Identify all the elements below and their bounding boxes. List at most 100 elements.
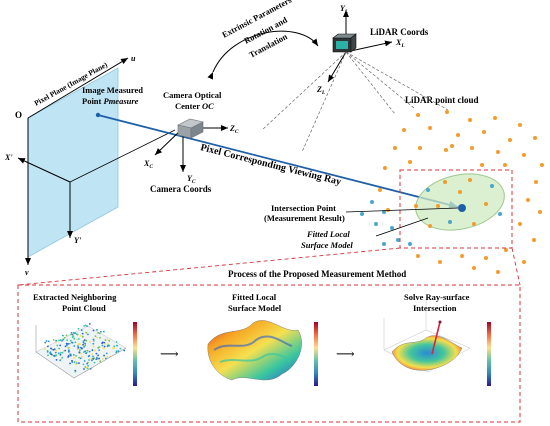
- lidar-point: [484, 256, 488, 260]
- scatter-point: [87, 333, 89, 336]
- lidar-zl-label: ZL: [316, 85, 326, 96]
- scatter-point: [92, 358, 95, 360]
- scatter-point: [74, 332, 77, 335]
- scatter-point: [73, 356, 75, 359]
- step-3-intersection-plot: [383, 300, 491, 386]
- image-point-label-2: Point Pmeasure: [82, 96, 139, 106]
- lidar-cloud-label: LiDAR point cloud: [405, 95, 479, 105]
- scatter-point: [74, 370, 77, 373]
- scatter-point: [108, 339, 111, 342]
- scatter-point: [55, 339, 57, 342]
- scatter-point: [69, 353, 72, 356]
- scatter-point: [101, 344, 104, 347]
- scatter-point: [46, 351, 49, 353]
- lidar-point: [460, 254, 464, 258]
- scatter-point: [100, 330, 102, 333]
- scatter-point: [80, 329, 83, 332]
- lidar-point-neighbor: [360, 212, 364, 216]
- step-2-title-2: Surface Model: [228, 303, 282, 313]
- process-panel: Process of the Proposed Measurement Meth…: [17, 269, 521, 423]
- scatter-point: [116, 344, 118, 347]
- scatter-point: [103, 354, 105, 357]
- scatter-point: [53, 348, 56, 351]
- x-prime-label: X': [4, 153, 13, 162]
- scatter-point: [71, 341, 74, 344]
- scatter-point: [70, 331, 73, 334]
- scatter-point: [52, 349, 55, 351]
- scatter-point: [55, 359, 58, 361]
- scatter-point: [112, 347, 114, 350]
- scatter-point: [91, 359, 93, 362]
- scatter-point: [72, 335, 75, 337]
- lidar-point: [444, 148, 448, 152]
- lidar-point: [450, 144, 454, 148]
- scatter-point: [88, 350, 91, 353]
- scatter-point: [84, 350, 86, 353]
- lidar-point-neighbor: [390, 226, 394, 230]
- origin-label: O: [15, 110, 22, 120]
- scatter-point: [117, 350, 120, 352]
- scatter-point: [102, 357, 104, 360]
- lidar-zl-axis: [327, 51, 347, 83]
- y-prime-label: Y': [74, 236, 82, 245]
- scatter-point: [83, 339, 86, 341]
- scatter-point: [62, 338, 65, 341]
- lidar-point: [456, 133, 460, 137]
- scatter-point: [83, 346, 85, 348]
- step-1-scatter-plot: [35, 322, 137, 386]
- scatter-point: [67, 343, 70, 345]
- lidar-point: [508, 138, 512, 142]
- scatter-point: [68, 342, 71, 345]
- lidar-point: [518, 222, 522, 226]
- lidar-point: [393, 146, 397, 150]
- scatter-point: [61, 339, 63, 342]
- scatter-point: [76, 348, 79, 351]
- neighbor-point: [468, 178, 472, 182]
- scatter-point: [77, 338, 80, 340]
- scatter-point: [68, 349, 70, 352]
- scatter-point: [82, 363, 85, 366]
- lidar-point: [445, 110, 449, 114]
- viewing-ray-label: Pixel Corresponding Viewing Ray: [199, 142, 342, 188]
- scatter-point: [95, 352, 98, 355]
- lidar-point: [386, 208, 390, 212]
- scatter-point: [66, 344, 68, 347]
- lidar-point-neighbor: [374, 222, 378, 226]
- scatter-point: [59, 339, 62, 341]
- scatter-point: [97, 332, 99, 334]
- scatter-point: [73, 345, 76, 347]
- scatter-point: [61, 356, 64, 359]
- neighbor-point: [414, 204, 418, 208]
- scatter-point: [61, 351, 64, 354]
- scatter-point: [95, 358, 98, 360]
- scatter-point: [64, 345, 67, 348]
- lidar-point: [416, 113, 420, 117]
- scatter-point: [91, 349, 94, 352]
- scatter-point: [78, 351, 81, 354]
- scatter-point: [74, 341, 77, 344]
- scatter-point: [106, 355, 109, 358]
- lidar-point: [472, 266, 476, 270]
- scatter-point: [55, 349, 58, 352]
- lidar-point: [408, 160, 412, 164]
- lidar-point: [532, 238, 536, 242]
- scatter-point: [85, 339, 88, 342]
- scatter-point: [102, 330, 105, 333]
- step-1-title-2: Point Cloud: [62, 303, 106, 313]
- lidar-point: [428, 126, 432, 130]
- scatter-point: [47, 345, 49, 348]
- zoom-connector-left: [17, 247, 401, 286]
- scatter-point: [96, 336, 98, 339]
- scatter-point: [79, 357, 82, 360]
- scatter-point: [92, 355, 94, 358]
- step-3-colorbar: [487, 322, 491, 386]
- intersection-highlight-box: [399, 169, 513, 249]
- neighbor-point: [472, 222, 476, 226]
- scatter-point: [103, 345, 106, 348]
- scatter-point: [123, 349, 126, 352]
- step-3-title-2: Intersection: [413, 303, 457, 313]
- fitted-surface-ellipse: [415, 173, 505, 231]
- lidar-box-screen: [336, 41, 348, 49]
- scatter-point: [113, 347, 116, 349]
- scatter-point: [98, 332, 101, 335]
